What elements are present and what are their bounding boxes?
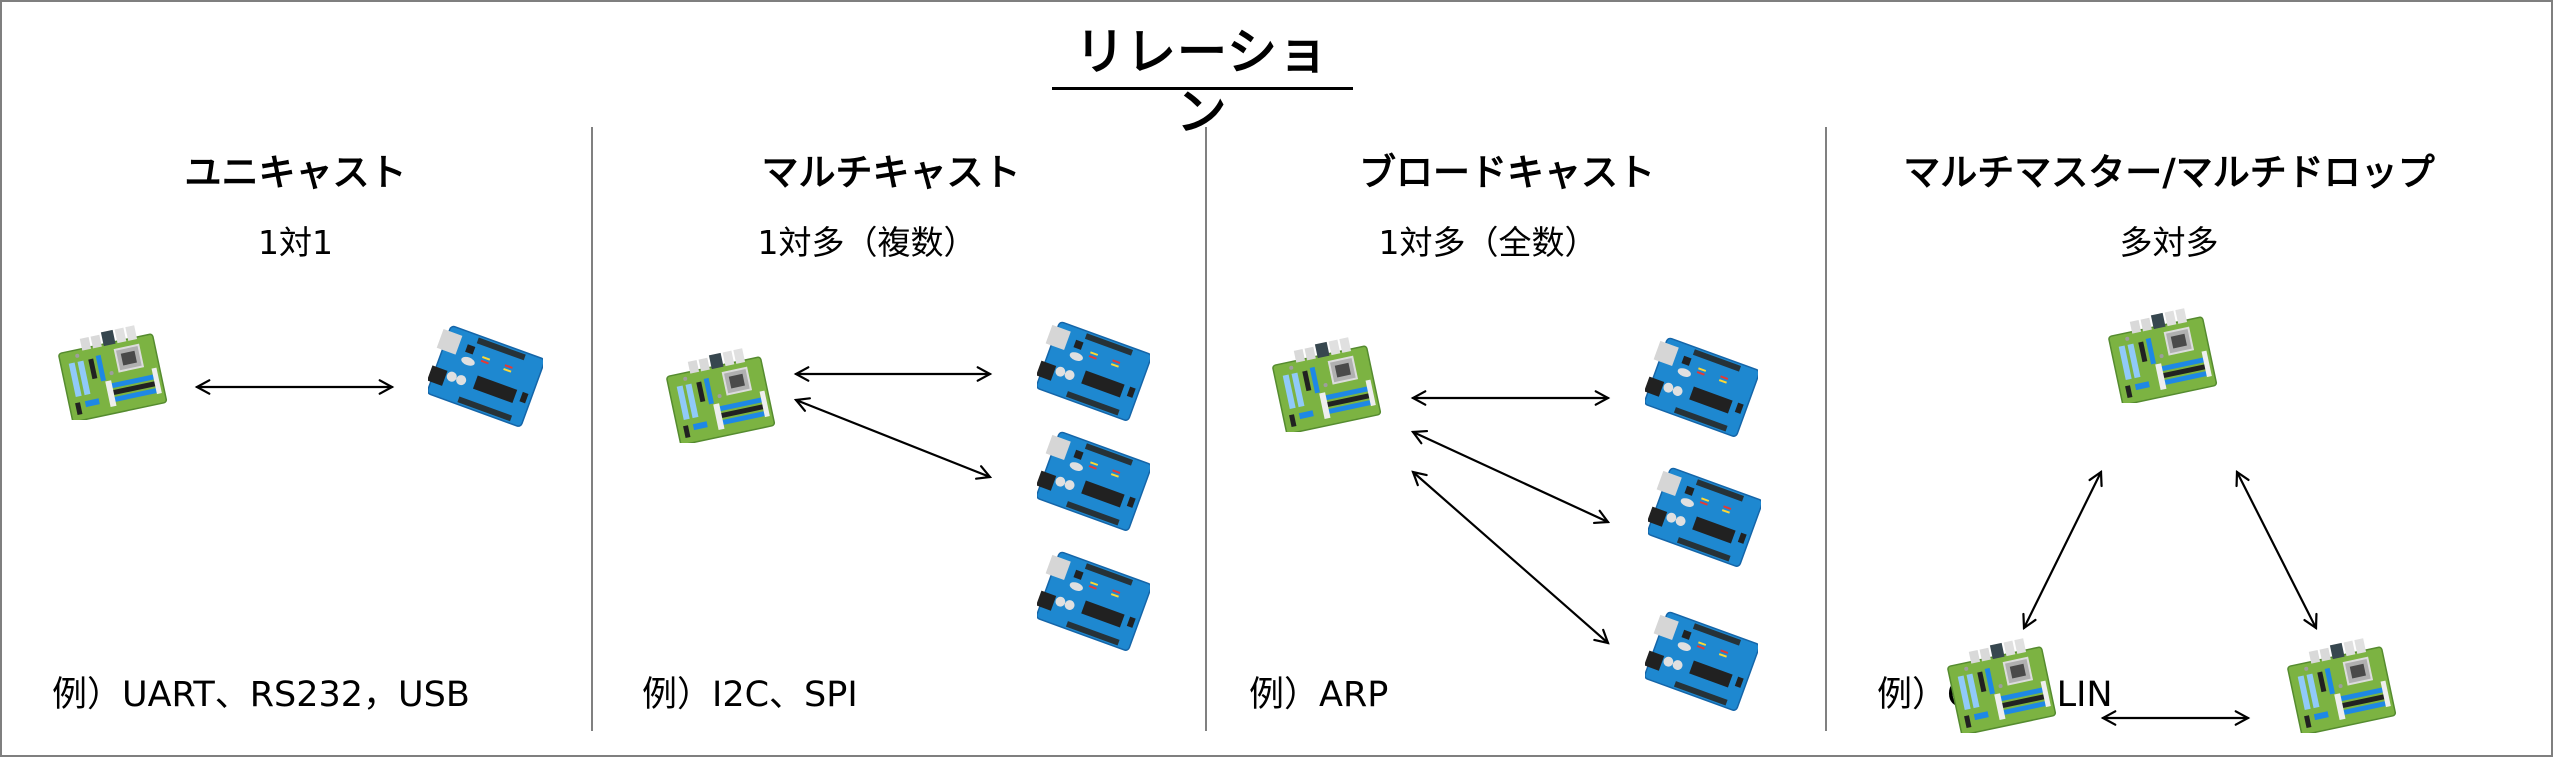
section-heading: ブロードキャスト	[1359, 151, 1655, 194]
section-example: 例）ARP	[1249, 675, 1389, 715]
motherboard-icon	[1266, 337, 1386, 432]
section-divider	[1825, 127, 1827, 731]
arduino-icon	[428, 322, 543, 430]
section-relation: 多対多	[2119, 223, 2219, 262]
arduino-icon	[1645, 334, 1758, 440]
motherboard-icon	[52, 325, 172, 420]
arduino-icon	[1037, 548, 1150, 654]
diagram-title: リレーション	[1075, 23, 1329, 141]
arduino-icon	[1648, 464, 1761, 570]
section-relation: 1対多（全数）	[1378, 223, 1598, 262]
section-example: 例）I2C、SPI	[642, 675, 858, 715]
motherboard-icon	[2281, 638, 2401, 733]
arduino-icon	[1645, 608, 1758, 714]
title-underline	[1052, 87, 1353, 90]
section-heading: マルチキャスト	[761, 151, 1021, 194]
section-heading: マルチマスター/マルチドロップ	[1903, 151, 2435, 194]
section-multicast: マルチキャスト 1対多（複数） 例）I2C、SPI	[593, 0, 1205, 757]
section-divider	[1205, 127, 1207, 731]
motherboard-icon	[660, 348, 780, 443]
section-broadcast: ブロードキャスト 1対多（全数） 例）ARP	[1207, 0, 1825, 757]
motherboard-icon	[1941, 638, 2061, 733]
section-heading: ユニキャスト	[184, 151, 407, 194]
arduino-icon	[1037, 318, 1150, 424]
section-unicast: ユニキャスト 1対1 例）UART、RS232，USB	[0, 0, 591, 757]
motherboard-icon	[2102, 308, 2222, 403]
section-divider	[591, 127, 593, 731]
section-example: 例）UART、RS232，USB	[52, 675, 470, 715]
section-multimaster: マルチマスター/マルチドロップ 多対多 例）CAN、LIN	[1827, 0, 2551, 757]
arduino-icon	[1037, 428, 1150, 534]
section-relation: 1対多（複数）	[757, 223, 977, 262]
section-relation: 1対1	[258, 223, 333, 262]
